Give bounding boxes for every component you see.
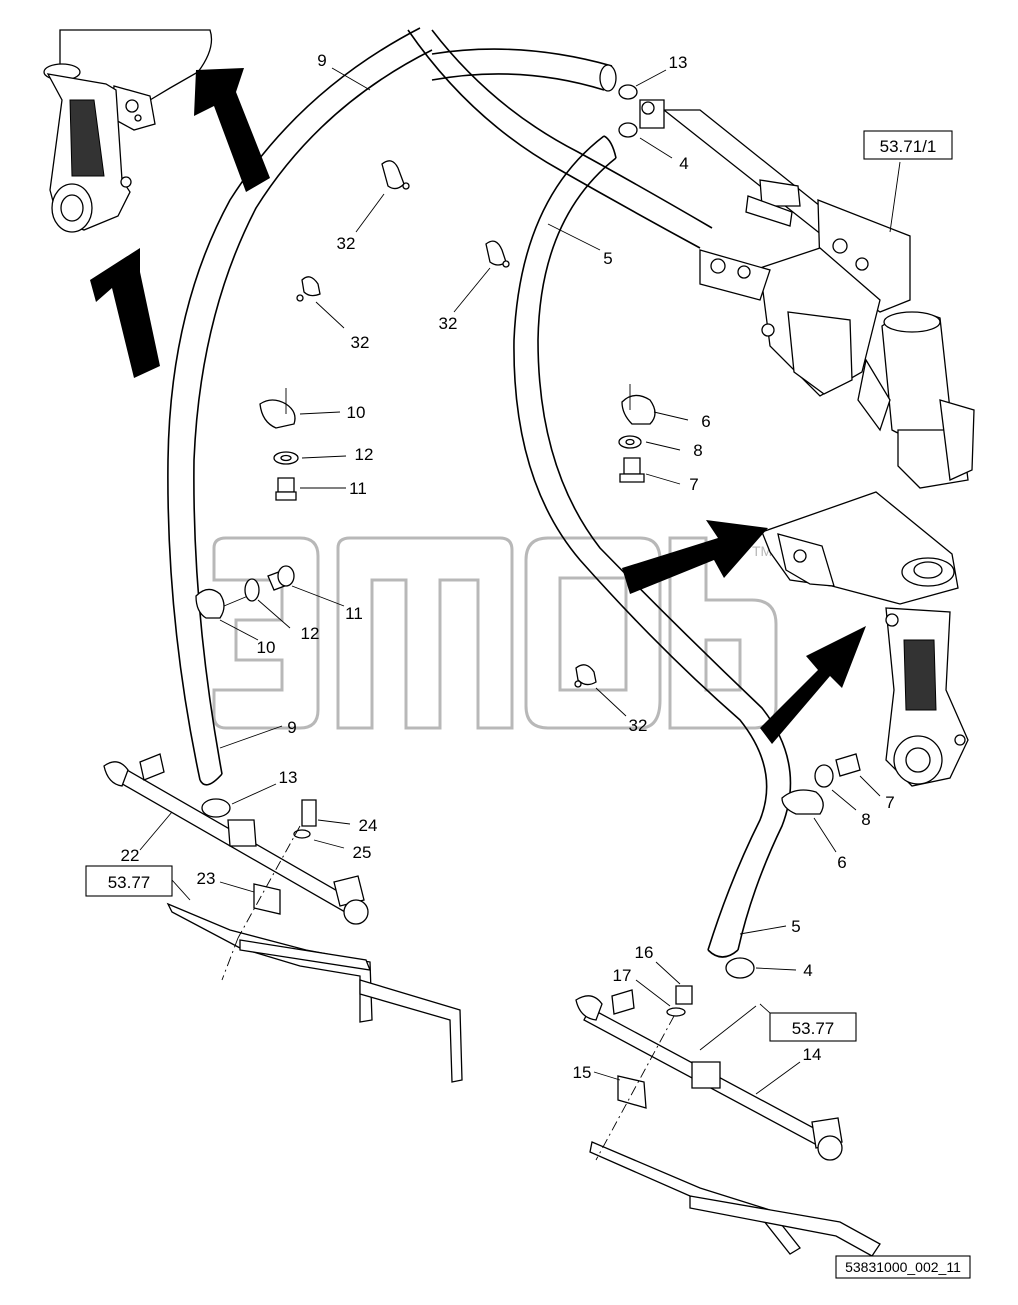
callout-label: 5: [603, 249, 612, 268]
callout-label: 32: [337, 234, 356, 253]
callout-label: 10: [347, 403, 366, 422]
valve-assembly: [639, 99, 975, 489]
clamp-32: [485, 240, 510, 268]
callout-label: 4: [803, 961, 812, 980]
callout-label: 32: [629, 716, 648, 735]
washer-8: [618, 435, 642, 449]
callout-label: 17: [613, 966, 632, 985]
watermark: TM: [212, 536, 778, 730]
bolt-7-lower: [835, 753, 861, 777]
bolt-11: [275, 477, 297, 501]
callout-label: 12: [301, 624, 320, 643]
hose-5: [513, 135, 792, 958]
clamp-32: [296, 276, 321, 302]
callout-label: 25: [353, 843, 372, 862]
drawing-code: 53831000_002_11: [845, 1259, 961, 1275]
washer-12-mid: [244, 578, 260, 602]
hose-top-run: [407, 29, 713, 249]
callout-label: 11: [349, 479, 367, 498]
direction-arrow: [622, 520, 768, 594]
callout-label: 8: [693, 441, 702, 460]
clamp-32: [381, 160, 410, 190]
callout-label: 4: [679, 154, 688, 173]
callout-label: 24: [359, 816, 378, 835]
reference-label: 53.77: [792, 1019, 835, 1038]
direction-arrow: [760, 626, 866, 744]
spray-boom-14: [575, 957, 881, 1257]
callout-label: 9: [317, 51, 326, 70]
reference-box: [85, 865, 173, 897]
clamp-6-lower: [781, 789, 824, 815]
hose-clamp-4: [618, 122, 638, 138]
callout-label: 14: [803, 1045, 822, 1064]
reference-box: [769, 1012, 857, 1042]
callout-label: 6: [837, 853, 846, 872]
callout-label: 10: [257, 638, 276, 657]
callout-label: 16: [635, 943, 654, 962]
clamp-10: [259, 388, 296, 429]
callout-label: 32: [439, 314, 458, 333]
callout-label: 6: [701, 412, 710, 431]
callout-label: 8: [861, 810, 870, 829]
washer-8-lower: [814, 764, 834, 788]
callout-label: 13: [669, 53, 688, 72]
hose-clamp-13: [618, 84, 638, 100]
callout-label: 7: [689, 475, 698, 494]
boom-frame-top-left: [43, 29, 213, 233]
callout-label: 11: [345, 604, 363, 623]
clamp-10-mid: [195, 588, 249, 619]
spray-boom-22: [103, 753, 463, 1083]
washer-12: [273, 451, 299, 465]
callout-label: 32: [351, 333, 370, 352]
reference-label: 53.71/1: [880, 137, 937, 156]
clamp-32: [574, 664, 597, 688]
callout-label: 9: [287, 718, 296, 737]
reference-label: 53.77: [108, 873, 151, 892]
callout-label: 7: [885, 793, 894, 812]
watermark-tm: TM: [752, 543, 772, 559]
direction-arrow: [90, 248, 160, 378]
callout-label: 13: [279, 768, 298, 787]
callout-label: 5: [791, 917, 800, 936]
callout-label: 23: [197, 869, 216, 888]
hose-9: [167, 27, 433, 786]
bolt-7: [619, 457, 645, 483]
clamp-6: [621, 384, 656, 425]
callout-label: 15: [573, 1063, 592, 1082]
drawing-code-box: [835, 1255, 971, 1279]
callout-label: 22: [121, 846, 140, 865]
boom-frame-right: [761, 491, 969, 787]
reference-box: [863, 130, 953, 160]
callout-label: 12: [355, 445, 374, 464]
bolt-11-mid: [267, 565, 295, 591]
direction-arrow: [194, 68, 270, 192]
